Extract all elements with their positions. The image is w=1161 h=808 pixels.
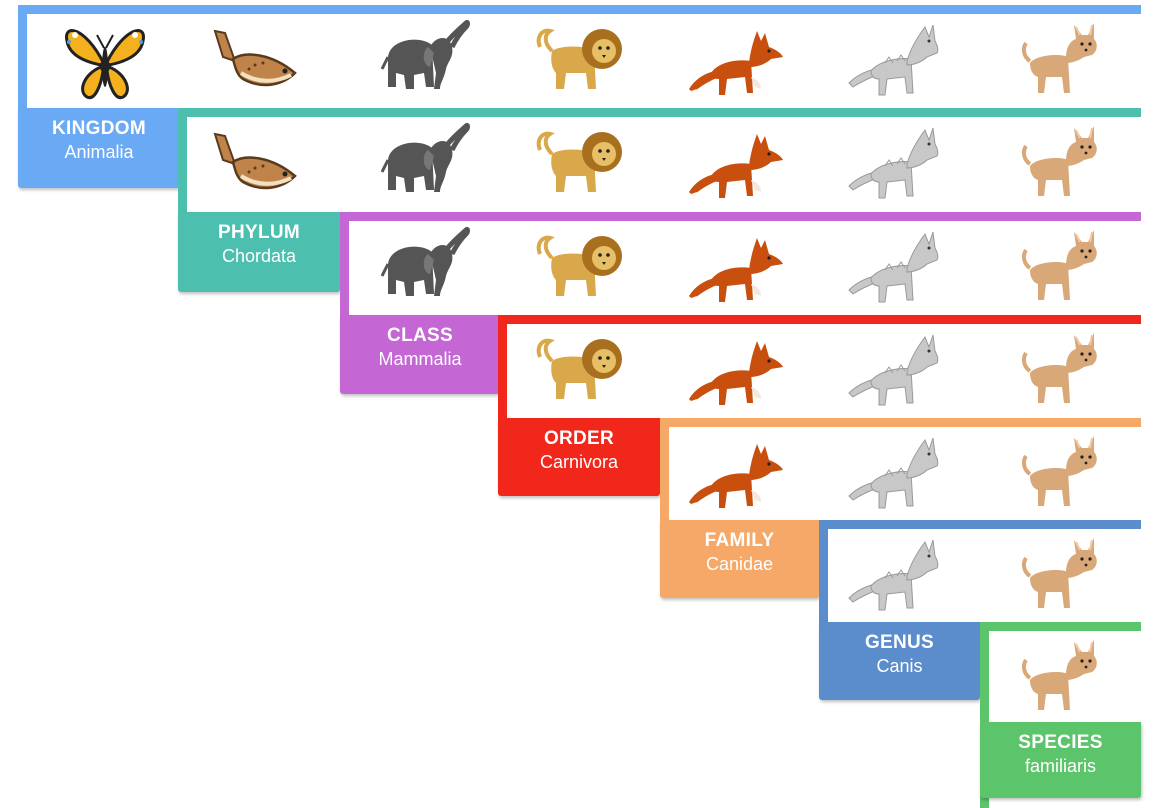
dog-icon (1010, 430, 1110, 520)
fish-icon (205, 17, 305, 107)
fox-icon (685, 120, 785, 210)
lion-icon (530, 17, 630, 107)
taxon-name-kingdom: Animalia (18, 142, 180, 163)
dog-icon (1010, 532, 1110, 622)
taxon-name-species: familiaris (980, 756, 1141, 777)
rank-name-phylum: PHYLUM (178, 222, 340, 244)
rank-name-species: SPECIES (980, 732, 1141, 754)
taxon-name-genus: Canis (819, 656, 980, 677)
dog-icon (1010, 224, 1110, 314)
lion-icon (530, 120, 630, 210)
dog-icon (1010, 634, 1110, 724)
fox-icon (685, 224, 785, 314)
dog-icon (1010, 327, 1110, 417)
taxon-name-class: Mammalia (340, 349, 500, 370)
elephant-icon (370, 17, 470, 107)
fox-icon (685, 327, 785, 417)
lion-icon (530, 224, 630, 314)
rank-name-order: ORDER (498, 428, 660, 450)
fox-icon (685, 430, 785, 520)
wolf-icon (845, 327, 945, 417)
elephant-icon (370, 120, 470, 210)
dog-icon (1010, 17, 1110, 107)
taxon-name-order: Carnivora (498, 452, 660, 473)
fox-icon (685, 17, 785, 107)
rank-name-kingdom: KINGDOM (18, 118, 180, 140)
wolf-icon (845, 532, 945, 622)
taxon-name-phylum: Chordata (178, 246, 340, 267)
bracket-phylum (178, 108, 1141, 221)
rank-name-genus: GENUS (819, 632, 980, 654)
rank-name-family: FAMILY (660, 530, 819, 552)
wolf-icon (845, 120, 945, 210)
fish-icon (205, 120, 305, 210)
rank-name-class: CLASS (340, 325, 500, 347)
wolf-icon (845, 430, 945, 520)
elephant-icon (370, 224, 470, 314)
dog-icon (1010, 120, 1110, 210)
lion-icon (530, 327, 630, 417)
taxon-name-family: Canidae (660, 554, 819, 575)
butterfly-icon (55, 17, 155, 107)
wolf-icon (845, 224, 945, 314)
wolf-icon (845, 17, 945, 107)
